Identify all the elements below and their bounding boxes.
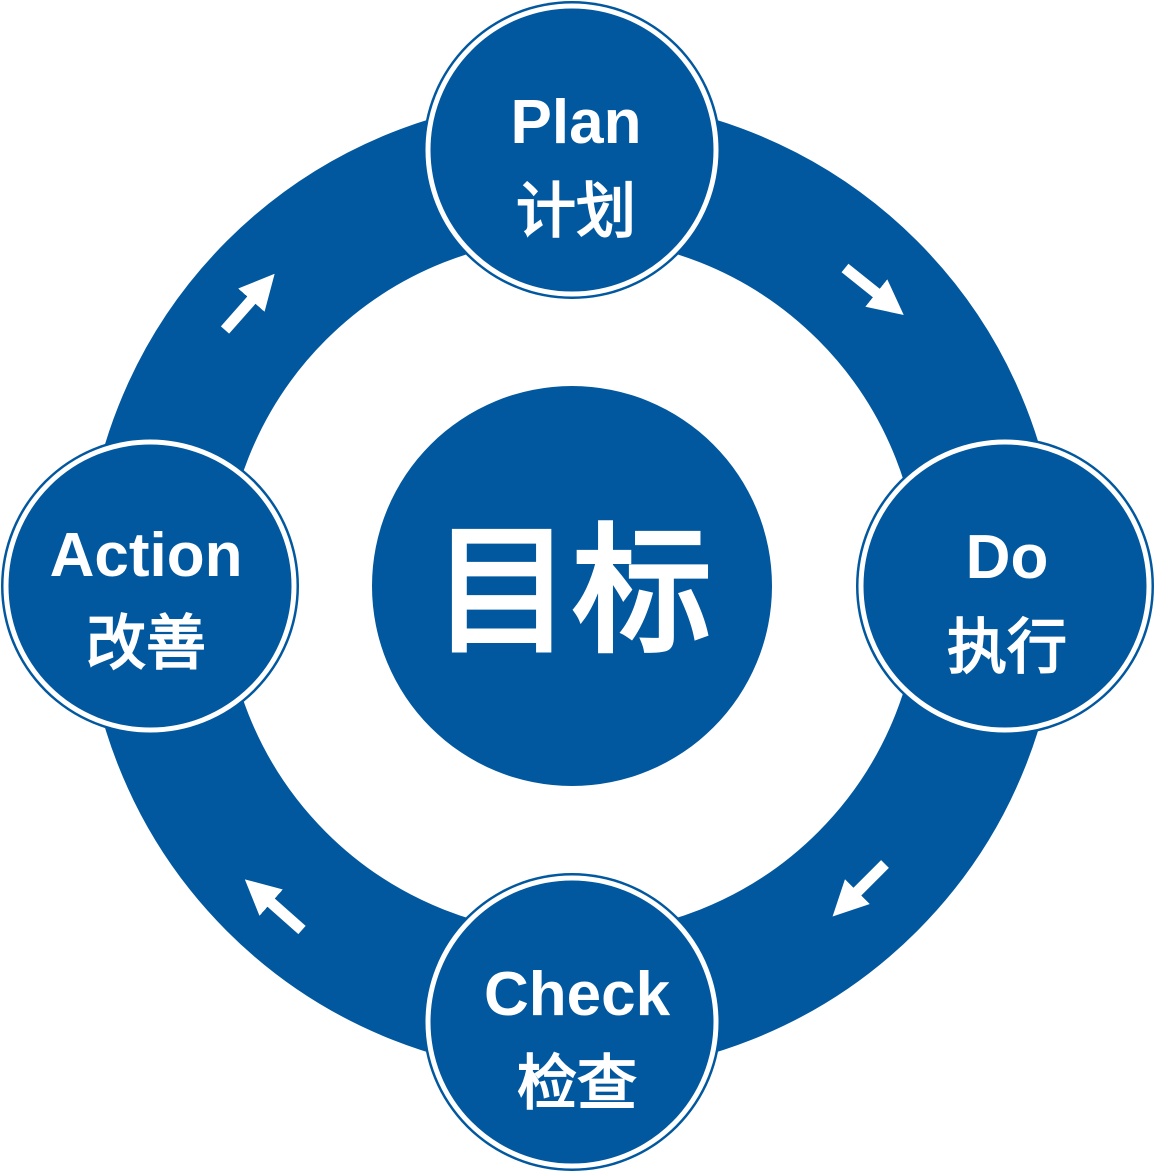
stage-do: Do 执行	[856, 437, 1154, 735]
stage-plan-en: Plan	[511, 88, 642, 157]
stage-plan: Plan 计划	[423, 1, 721, 299]
stage-check-en: Check	[484, 960, 671, 1029]
arrow-do-to-check-icon	[832, 860, 889, 917]
arrow-check-to-action-icon	[244, 879, 306, 935]
arrow-action-to-plan-icon	[220, 273, 275, 334]
stage-action-zh: 改善	[86, 609, 206, 679]
stage-check: Check 检查	[423, 873, 721, 1171]
stage-do-zh: 执行	[947, 613, 1067, 683]
center-label: 目标	[432, 511, 712, 674]
center-goal: 目标	[372, 386, 772, 786]
stage-check-zh: 检查	[517, 1049, 637, 1119]
arrow-plan-to-do-icon	[841, 263, 904, 315]
stage-action: Action 改善	[1, 437, 299, 735]
stage-action-en: Action	[50, 521, 243, 590]
stage-plan-zh: 计划	[516, 177, 636, 247]
stage-do-en: Do	[966, 523, 1049, 592]
